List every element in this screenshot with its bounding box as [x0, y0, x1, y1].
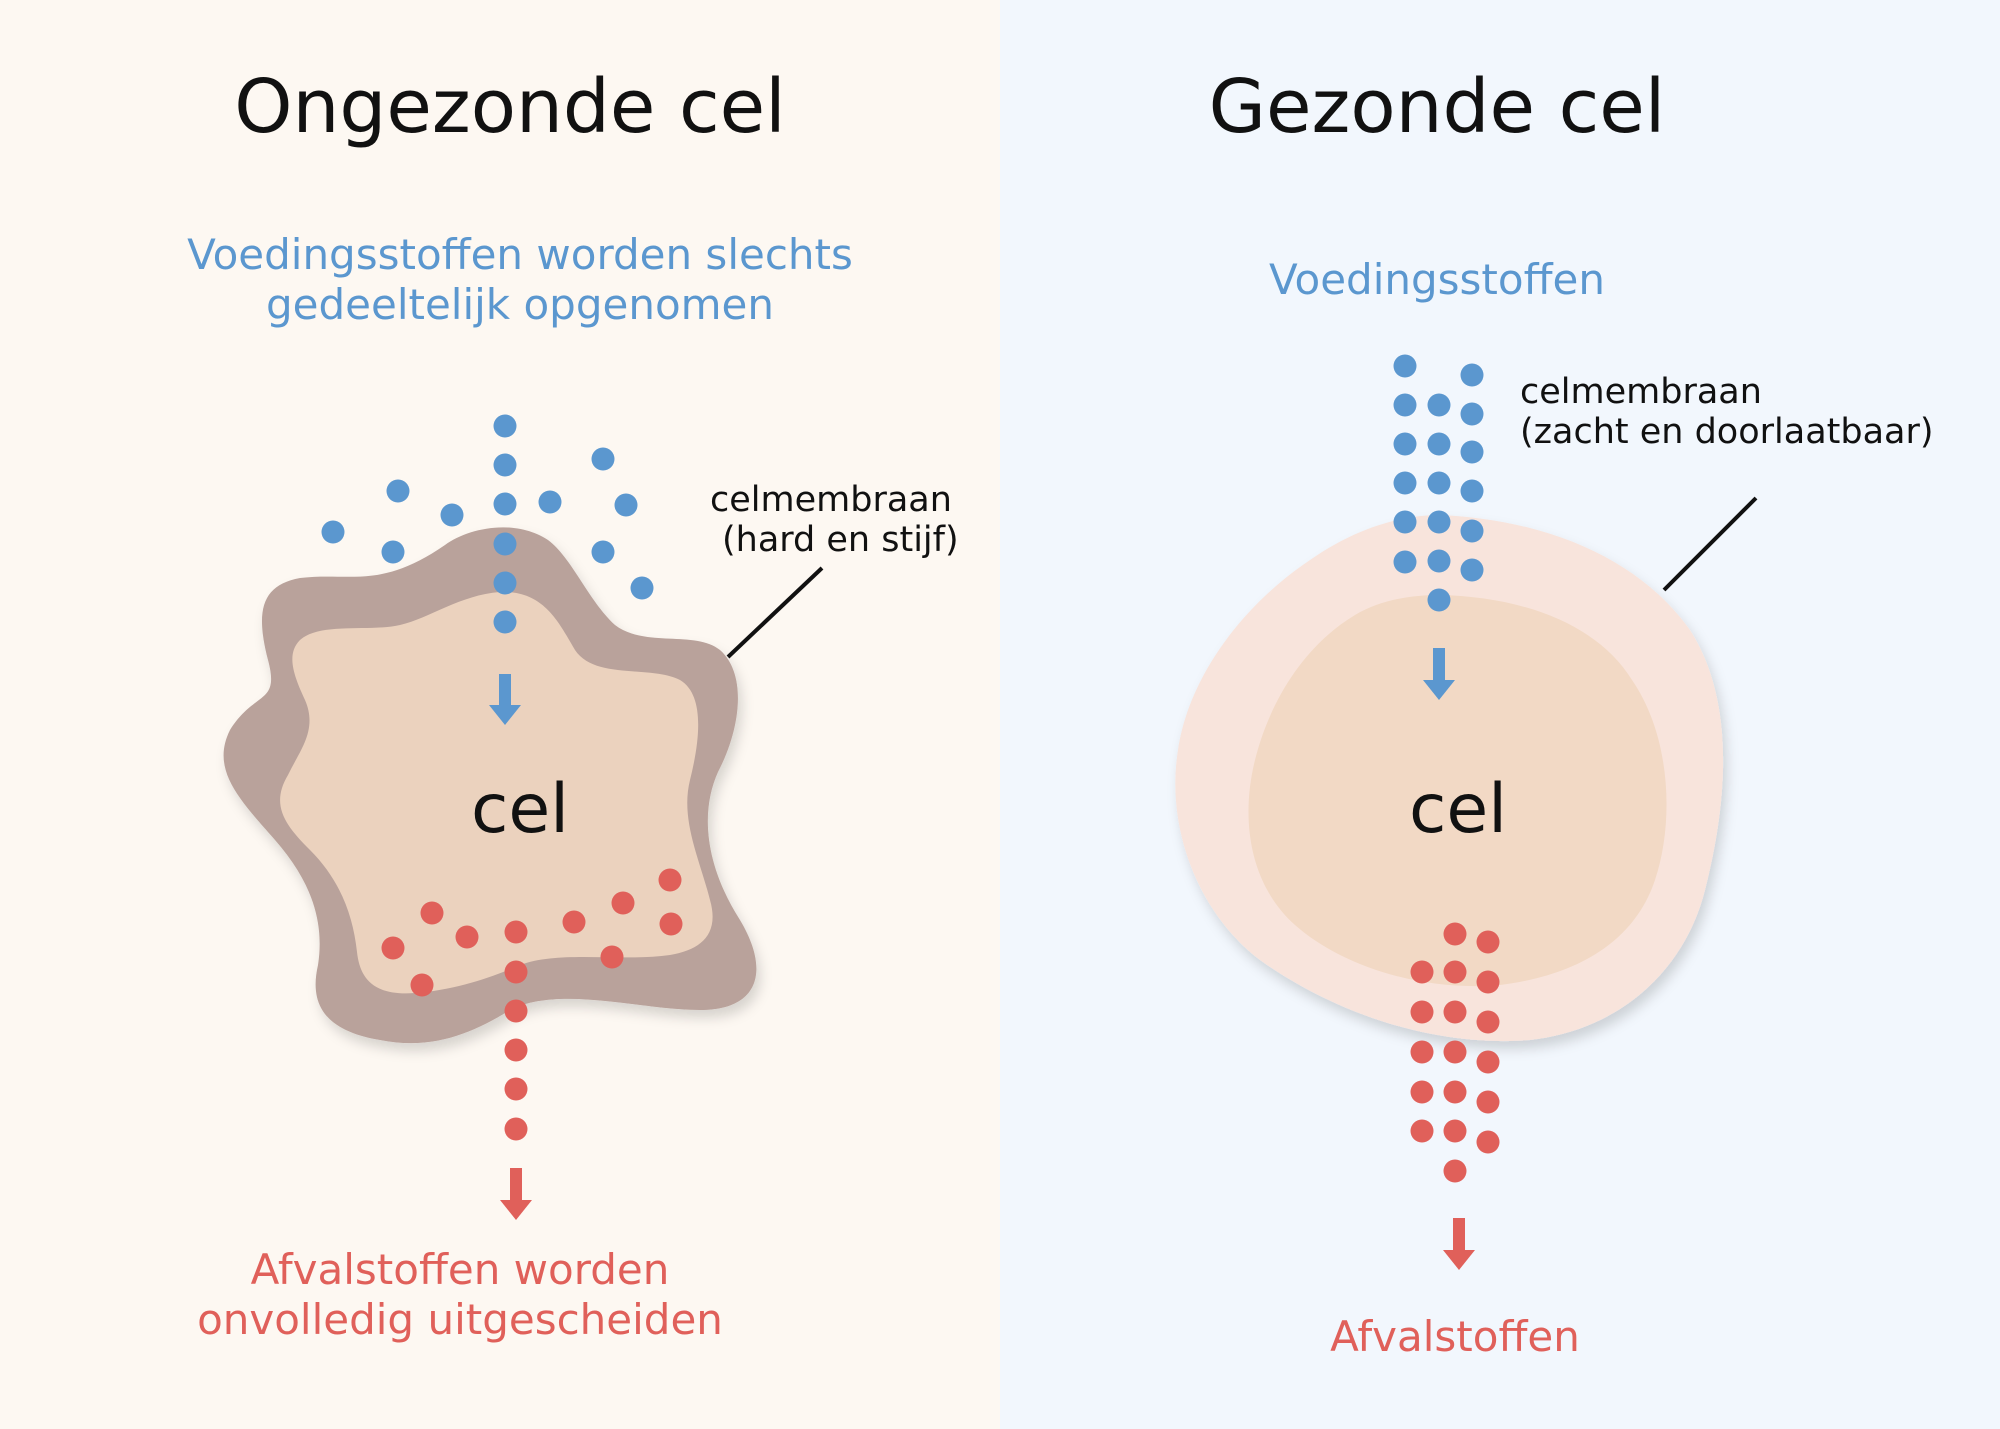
nutrient-particle [538, 490, 562, 514]
waste-particle [455, 925, 479, 949]
nutrient-particle [493, 453, 517, 477]
healthy-membrane-line1: celmembraan [1520, 372, 1762, 412]
nutrient-particle [1427, 549, 1451, 573]
nutrient-particle [1427, 510, 1451, 534]
healthy-title: Gezonde cel [1208, 64, 1666, 150]
waste-particle [1443, 1040, 1467, 1064]
waste-particle [1410, 1119, 1434, 1143]
nutrient-particle [1427, 471, 1451, 495]
nutrient-particle [1393, 354, 1417, 378]
waste-particle [1443, 1159, 1467, 1183]
nutrient-particle [1393, 432, 1417, 456]
waste-particle [1476, 1050, 1500, 1074]
waste-particle [562, 910, 586, 934]
unhealthy-excretion-arrow [500, 1168, 532, 1220]
waste-particle [1476, 1090, 1500, 1114]
waste-particle [1443, 1119, 1467, 1143]
waste-particle [1443, 1000, 1467, 1024]
nutrient-particle [1460, 479, 1484, 503]
waste-particle [1410, 1040, 1434, 1064]
unhealthy-title: Ongezonde cel [234, 64, 786, 150]
nutrient-particle [591, 447, 615, 471]
waste-particle [504, 999, 528, 1023]
waste-particle [1476, 1130, 1500, 1154]
healthy-membrane-line2: (zacht en doorlaatbaar) [1520, 412, 1934, 453]
nutrient-particle [1460, 519, 1484, 543]
waste-particle [1410, 1080, 1434, 1104]
waste-particle [611, 891, 635, 915]
nutrient-particle [1427, 432, 1451, 456]
unhealthy-waste-line2: onvolledig uitgescheiden [197, 1295, 723, 1345]
nutrient-particle [1460, 558, 1484, 582]
nutrient-particle [1460, 402, 1484, 426]
unhealthy-cell-body [280, 591, 713, 994]
unhealthy-cell-label: cel [470, 770, 570, 849]
nutrient-particle [440, 503, 464, 527]
waste-particle [504, 1117, 528, 1141]
nutrient-particle [493, 610, 517, 634]
healthy-cell-label: cel [1408, 770, 1508, 849]
healthy-membrane-pointer [1662, 496, 1758, 592]
waste-particle [420, 901, 444, 925]
waste-particle [1410, 1000, 1434, 1024]
unhealthy-nutrients-line1: Voedingsstoffen worden slechts [187, 230, 853, 279]
nutrient-particle [1427, 393, 1451, 417]
waste-particle [1410, 960, 1434, 984]
unhealthy-membrane-label: celmembraan (hard en stijf) [710, 480, 959, 561]
healthy-excretion-arrow [1443, 1218, 1475, 1270]
nutrient-particle [1393, 393, 1417, 417]
nutrient-particle [1460, 440, 1484, 464]
waste-particle [1476, 1010, 1500, 1034]
nutrient-particle [1427, 588, 1451, 612]
unhealthy-nutrients-line2: gedeeltelijk opgenomen [265, 280, 775, 330]
unhealthy-waste-caption: Afvalstoffen worden onvolledig uitgesche… [197, 1245, 723, 1346]
nutrient-particle [493, 571, 517, 595]
nutrient-particle [381, 540, 405, 564]
waste-particle [1476, 970, 1500, 994]
waste-particle [658, 868, 682, 892]
nutrient-particle [591, 540, 615, 564]
waste-particle [1443, 960, 1467, 984]
particles [321, 354, 1500, 1183]
waste-particle [410, 973, 434, 997]
nutrient-particle [1393, 550, 1417, 574]
unhealthy-intake-arrow [489, 674, 521, 725]
unhealthy-membrane-pointer [726, 566, 824, 659]
waste-particle [1443, 1080, 1467, 1104]
nutrient-particle [1460, 363, 1484, 387]
waste-particle [1443, 922, 1467, 946]
waste-particle [1476, 930, 1500, 954]
healthy-intake-arrow [1423, 648, 1455, 700]
waste-particle [504, 920, 528, 944]
waste-particle [659, 912, 683, 936]
healthy-waste-caption: Afvalstoffen [1330, 1312, 1580, 1361]
waste-particle [381, 936, 405, 960]
nutrient-particle [493, 414, 517, 438]
nutrient-particle [493, 492, 517, 516]
waste-particle [600, 945, 624, 969]
healthy-nutrients-caption: Voedingsstoffen [1269, 255, 1605, 304]
nutrient-particle [493, 532, 517, 556]
nutrient-particle [630, 576, 654, 600]
healthy-cell-body [1248, 595, 1667, 987]
unhealthy-membrane-line2: (hard en stijf) [722, 520, 959, 561]
unhealthy-nutrients-caption: Voedingsstoffen worden slechts gedeeltel… [187, 230, 853, 331]
unhealthy-waste-line1: Afvalstoffen worden [250, 1245, 670, 1294]
nutrient-particle [614, 493, 638, 517]
healthy-membrane-label: celmembraan (zacht en doorlaatbaar) [1520, 372, 1934, 453]
waste-particle [504, 1038, 528, 1062]
nutrient-particle [386, 479, 410, 503]
nutrient-particle [1393, 471, 1417, 495]
unhealthy-membrane-line1: celmembraan [710, 480, 952, 520]
nutrient-particle [321, 520, 345, 544]
waste-particle [504, 1077, 528, 1101]
nutrient-particle [1393, 510, 1417, 534]
waste-particle [504, 960, 528, 984]
